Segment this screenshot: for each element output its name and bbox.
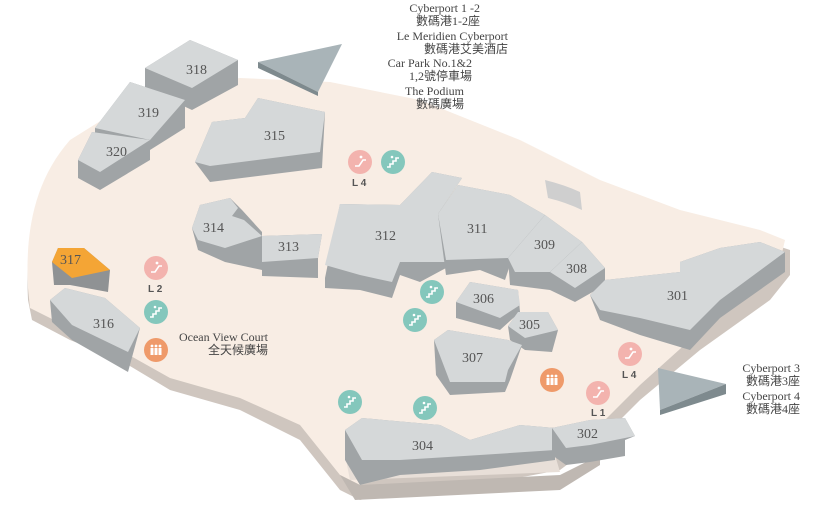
elevator-icon[interactable] — [144, 338, 168, 362]
shop-label-302: 302 — [577, 427, 598, 442]
level-label-l1: L 1 — [591, 408, 606, 419]
stairs-icon[interactable] — [420, 280, 444, 304]
destination-car-park[interactable]: Car Park No.1&2 1,2號停車場 — [387, 56, 472, 83]
shop-316[interactable]: 316 — [50, 288, 140, 372]
shop-311[interactable]: 311 — [438, 185, 545, 280]
shop-label-309: 309 — [534, 238, 555, 253]
shop-label-319: 319 — [138, 106, 159, 121]
shop-label-301: 301 — [667, 289, 688, 304]
level-label-l4: L 4 — [622, 370, 637, 381]
shop-label-320: 320 — [106, 145, 127, 160]
shop-label-306: 306 — [473, 292, 494, 307]
shop-301[interactable]: 301 — [590, 242, 785, 350]
shop-label-308: 308 — [566, 262, 587, 277]
direction-arrow-east-side — [660, 384, 726, 415]
walkway-ramp — [545, 180, 582, 210]
stairs-icon[interactable] — [413, 396, 437, 420]
shop-320[interactable]: 320 — [78, 132, 150, 190]
level-label-l4: L 4 — [352, 178, 367, 189]
direction-arrow-north-side — [258, 62, 318, 96]
stairs-icon[interactable] — [381, 150, 405, 174]
shop-312[interactable]: 312 — [325, 172, 462, 298]
stairs-icon[interactable] — [403, 308, 427, 332]
direction-arrow-east — [658, 368, 726, 410]
level-label-l2: L 2 — [148, 284, 163, 295]
escalator-icon[interactable] — [144, 256, 168, 280]
shop-306[interactable]: 306 — [456, 282, 520, 330]
shop-label-311: 311 — [467, 222, 487, 237]
shop-label-313: 313 — [278, 240, 299, 255]
shop-label-314: 314 — [203, 221, 224, 236]
escalator-icon[interactable] — [618, 342, 642, 366]
shop-label-318: 318 — [186, 63, 207, 78]
destination-cyberport-1-2[interactable]: Cyberport 1 -2 數碼港1-2座 — [409, 1, 480, 28]
destination-ocean-view-court[interactable]: Ocean View Court 全天候廣場 — [178, 330, 268, 357]
elevator-icon[interactable] — [540, 368, 564, 392]
walkway-curve — [340, 455, 600, 500]
escalator-icon[interactable] — [586, 381, 610, 405]
stairs-icon[interactable] — [338, 390, 362, 414]
shop-309[interactable]: 309 — [508, 215, 582, 290]
shop-302[interactable]: 302 — [552, 418, 635, 465]
shop-313[interactable]: 313 — [262, 234, 322, 278]
shop-308[interactable]: 308 — [550, 242, 605, 302]
destination-cyberport-4[interactable]: Cyberport 4 數碼港4座 — [742, 389, 800, 416]
shop-label-317: 317 — [60, 253, 81, 268]
shop-305[interactable]: 305 — [508, 312, 558, 352]
stairs-icon[interactable] — [144, 300, 168, 324]
shop-314[interactable]: 314 — [192, 198, 262, 270]
shop-label-305: 305 — [519, 318, 540, 333]
shop-label-312: 312 — [375, 229, 396, 244]
shop-319[interactable]: 319 — [95, 82, 185, 150]
shop-label-304: 304 — [412, 439, 433, 454]
shop-307[interactable]: 307 — [434, 330, 522, 395]
shop-318[interactable]: 318 — [145, 40, 238, 110]
destination-le-meridien[interactable]: Le Meridien Cyberport 數碼港艾美酒店 — [396, 29, 508, 56]
shop-label-315: 315 — [264, 129, 285, 144]
shop-304[interactable]: 304 — [345, 418, 555, 485]
shop-315[interactable]: 315 — [195, 98, 325, 182]
direction-arrow-north — [258, 44, 342, 92]
shop-label-316: 316 — [93, 317, 114, 332]
destination-the-podium[interactable]: The Podium 數碼廣場 — [405, 84, 464, 111]
shop-label-307: 307 — [462, 351, 483, 366]
destination-cyberport-3[interactable]: Cyberport 3 數碼港3座 — [742, 361, 800, 388]
escalator-icon[interactable] — [348, 150, 372, 174]
shop-317[interactable]: 317 — [52, 248, 110, 292]
